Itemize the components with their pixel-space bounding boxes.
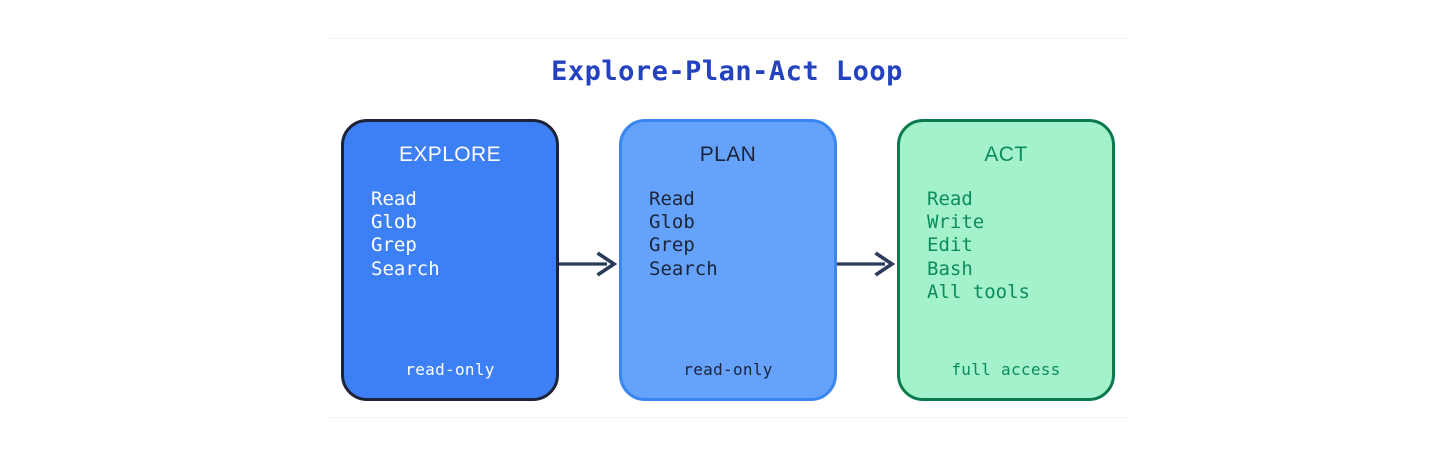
stage-title-plan: PLAN <box>699 143 757 166</box>
stage-title-explore: EXPLORE <box>398 143 501 166</box>
stage-tool-list-plan: Read Glob Grep Search <box>649 188 718 280</box>
stage-card-act[interactable]: ACT Read Write Edit Bash All tools full … <box>897 119 1115 401</box>
stage-access-badge-act: full access <box>951 360 1061 379</box>
stage-tool-list-explore: Read Glob Grep Search <box>371 188 440 280</box>
stage-card-explore[interactable]: EXPLORE Read Glob Grep Search read-only <box>341 119 559 401</box>
stage-card-plan[interactable]: PLAN Read Glob Grep Search read-only <box>619 119 837 401</box>
flow-arrow-plan-to-act <box>837 249 897 279</box>
stage-tool-list-act: Read Write Edit Bash All tools <box>927 188 1030 303</box>
stage-title-act: ACT <box>984 143 1028 166</box>
flow-arrow-explore-to-plan <box>559 249 619 279</box>
page-title: Explore-Plan-Act Loop <box>551 56 903 87</box>
stage-access-badge-plan: read-only <box>683 360 773 379</box>
stage-access-badge-explore: read-only <box>405 360 495 379</box>
figure-frame <box>327 38 1127 418</box>
